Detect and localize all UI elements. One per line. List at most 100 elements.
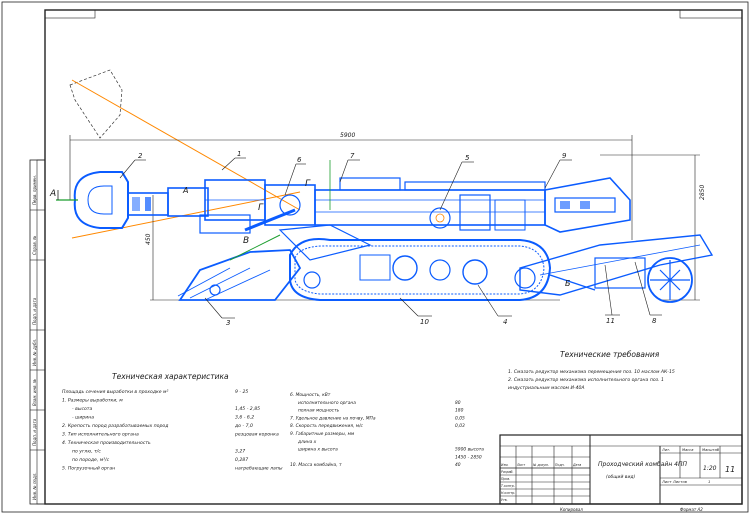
callout-7: 7 bbox=[350, 152, 355, 160]
callout-3: 3 bbox=[226, 319, 230, 327]
tech-char2-value-2: 180 bbox=[455, 408, 464, 414]
tb-row-3: Подп. bbox=[555, 463, 565, 467]
section-g: Г bbox=[258, 203, 264, 213]
tech-char-value-7: 3,27 bbox=[235, 449, 245, 455]
boom-body bbox=[167, 187, 209, 217]
stamp-4: Взам. инв. № bbox=[32, 379, 37, 406]
callouts: 1 2 3 4 5 6 7 8 9 10 11 bbox=[119, 150, 662, 327]
tb-format: Формат А2 bbox=[680, 507, 703, 512]
tech-char2-value-8: 1450 - 2850 bbox=[455, 454, 482, 460]
stamp-6: Инв. № подл. bbox=[32, 472, 37, 500]
tech-char-value-0: 9 - 25 bbox=[235, 389, 248, 395]
hydraulic-cylinder bbox=[244, 208, 296, 232]
tb-role-0: Разраб. bbox=[501, 470, 514, 474]
tb-lit: Лит. bbox=[661, 448, 670, 452]
stamp-2: Подп. и дата bbox=[32, 297, 37, 325]
tb-subtitle: (общий вид) bbox=[606, 474, 635, 480]
tb-row-2: № докум. bbox=[532, 463, 549, 467]
dim-height-right-label: 2850 bbox=[699, 185, 706, 200]
tech-char-label-3: - ширина bbox=[72, 416, 94, 421]
tb-copied: Копировал bbox=[560, 507, 583, 512]
tb-name: Проходческий комбайн 4ПП bbox=[598, 461, 687, 468]
code-box bbox=[44, 9, 96, 19]
tech-char-value-4: до - 7,0 bbox=[234, 423, 253, 429]
tech-char-label-7: по углю, т/с bbox=[72, 449, 101, 455]
callout-1: 1 bbox=[237, 150, 241, 158]
tech-req-line-2: 2. Смазать редуктор механизма исполнител… bbox=[508, 377, 664, 383]
callout-4: 4 bbox=[503, 318, 507, 326]
tech-char2-value-4: 0,03 bbox=[455, 423, 465, 429]
tb-role-3: Н.контр. bbox=[501, 491, 515, 495]
tech-char2-label-0: 6. Мощность, кВт bbox=[290, 392, 331, 398]
tech-char-col2: 6. Мощность, кВт исполнительного органа 80… bbox=[290, 392, 484, 468]
section-v: В bbox=[243, 236, 249, 246]
stamp-3: Инв. № дубл. bbox=[32, 339, 37, 366]
side-stamp-column: Перв. примен. Справ. № Подп. и дата Инв.… bbox=[29, 159, 46, 505]
crawler-track bbox=[289, 238, 552, 301]
tech-characteristics: Техническая характеристика Площадь сечен… bbox=[62, 372, 484, 472]
tech-char2-label-9: 10. Масса комбайна, т bbox=[290, 462, 342, 468]
tech-char2-label-6: длина х bbox=[297, 440, 317, 445]
section-marks: А А В Г Г Б bbox=[49, 179, 571, 288]
tech-char-label-2: - высота bbox=[72, 407, 92, 412]
machine-drawing: 5900 2850 450 bbox=[56, 69, 714, 303]
code-box-right bbox=[679, 9, 743, 19]
tech-req-line-3: индустриальным маслом И-40А bbox=[508, 385, 585, 391]
tech-char-value-8: 0,287 bbox=[235, 457, 248, 463]
stamp-0: Перв. примен. bbox=[32, 175, 37, 205]
callout-8: 8 bbox=[652, 317, 657, 325]
reach-line-top bbox=[71, 79, 301, 211]
tech-req-title: Технические требования bbox=[560, 350, 660, 359]
tech-char-value-9: нагребающие лапы bbox=[235, 466, 283, 472]
tech-char2-value-7: 5900 высота bbox=[455, 447, 484, 453]
tech-char2-label-5: 9. Габаритные размеры, мм bbox=[290, 431, 355, 437]
callout-6: 6 bbox=[297, 156, 302, 164]
stamp-1: Справ. № bbox=[32, 236, 37, 255]
tech-char-title: Техническая характеристика bbox=[112, 372, 229, 381]
tb-scale-label: Масштаб bbox=[702, 448, 720, 452]
tech-char2-value-3: 0,05 bbox=[455, 415, 465, 421]
tb-sheet-no: 1 bbox=[708, 479, 710, 484]
tb-row-0: Изм. bbox=[501, 463, 509, 467]
section-a-2: А bbox=[182, 186, 188, 195]
dim-length-label: 5900 bbox=[340, 132, 355, 139]
tb-sheet: 11 bbox=[725, 465, 735, 474]
dim-height-left-label: 450 bbox=[145, 233, 152, 245]
tech-char2-value-9: 40 bbox=[455, 462, 461, 468]
tech-char-label-0: Площадь сечения выработки в проходке м² bbox=[62, 389, 169, 395]
tech-char2-label-2: полная мощность bbox=[298, 409, 340, 414]
tech-requirements: Технические требования 1. Смазать редукт… bbox=[508, 350, 675, 391]
tech-char-col1: Площадь сечения выработки в проходке м² 9… bbox=[62, 389, 283, 472]
callout-10: 10 bbox=[420, 318, 429, 326]
section-b: Б bbox=[565, 279, 571, 288]
tech-char-value-3: 3,6 - 6,2 bbox=[235, 415, 254, 421]
tb-row-4: Дата bbox=[572, 463, 581, 467]
tech-char-value-2: 1,45 - 2,85 bbox=[235, 406, 260, 412]
cutter-crown bbox=[73, 171, 129, 229]
callout-5: 5 bbox=[465, 154, 470, 162]
pump-unit bbox=[429, 207, 451, 229]
tech-char-label-1: 1. Размеры выработки, м bbox=[62, 398, 123, 404]
loading-apron bbox=[178, 249, 302, 301]
tb-row-1: Лист bbox=[516, 463, 525, 467]
rear-conveyor bbox=[519, 234, 714, 296]
tech-char-value-5: резцовая коронка bbox=[234, 433, 279, 438]
tech-char-label-6: 4. Техническая производительность bbox=[62, 440, 151, 446]
section-a: А bbox=[49, 189, 56, 199]
callout-11: 11 bbox=[606, 317, 615, 325]
tb-mass: Масса bbox=[682, 448, 693, 452]
rear-drum bbox=[647, 257, 693, 303]
callout-2: 2 bbox=[138, 152, 143, 160]
tb-sheet-total: Лист Листов bbox=[661, 479, 688, 484]
tech-char2-label-4: 8. Скорость передвижения, м/с bbox=[290, 423, 364, 429]
tech-char2-label-3: 7. Удельное давление на почву, МПа bbox=[290, 415, 376, 421]
tech-char-label-4: 2. Крепость пород разрабатываемых пород bbox=[62, 423, 168, 429]
tech-char-label-8: по породе, м³/с bbox=[72, 457, 110, 463]
tech-char-label-5: 3. Тип исполнительного органа bbox=[62, 432, 139, 438]
tech-char2-label-1: исполнительного органа bbox=[298, 401, 356, 406]
tech-char2-value-1: 80 bbox=[455, 400, 461, 406]
section-g-2: Г bbox=[305, 179, 311, 189]
tech-req-line-1: 1. Смазать редуктор механизма перемещени… bbox=[508, 369, 675, 375]
